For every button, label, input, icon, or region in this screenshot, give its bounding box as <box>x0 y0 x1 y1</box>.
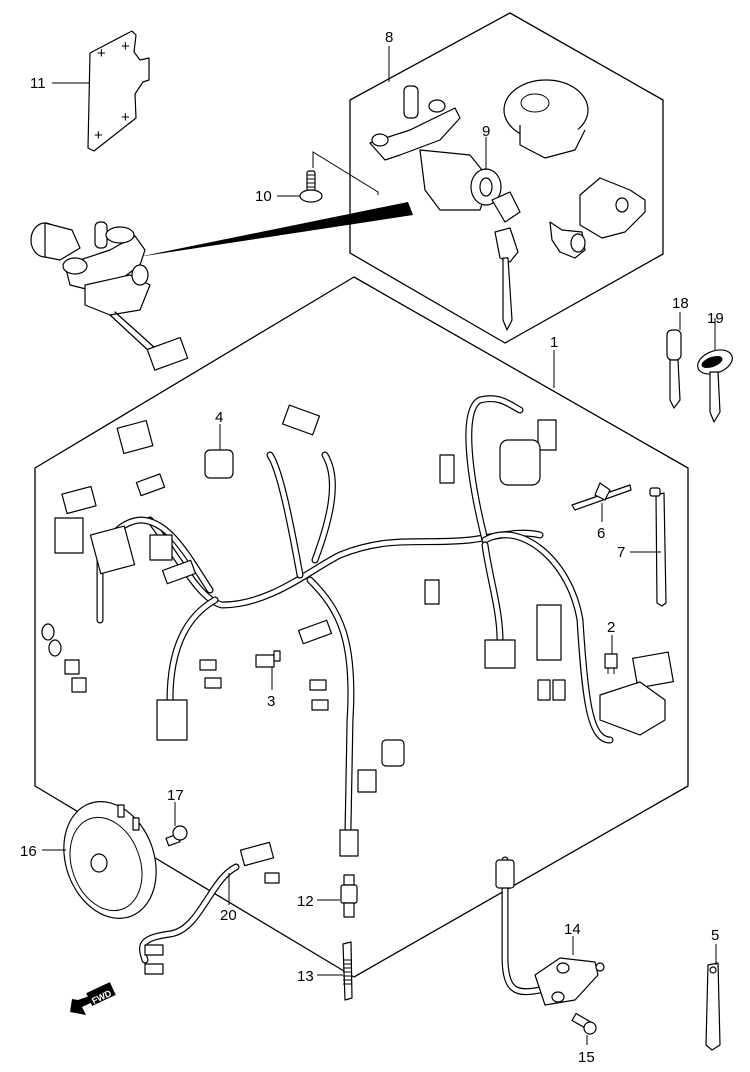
callout-8: 8 <box>385 29 393 46</box>
callout-4: 4 <box>215 409 223 426</box>
callout-5: 5 <box>711 927 719 944</box>
callout-3: 3 <box>267 693 275 710</box>
key-blank-grip-part <box>697 349 733 423</box>
svg-text:+: + <box>94 127 103 144</box>
horn-lead-wire-part <box>139 841 280 975</box>
callout-15: 15 <box>578 1049 595 1066</box>
callout-9: 9 <box>482 123 490 140</box>
ignition-set-frame <box>349 12 664 344</box>
plate-part: + + + + <box>87 30 150 152</box>
key-blank-part <box>666 329 682 409</box>
cable-tie-part <box>649 487 667 607</box>
callout-labels: 11 8 9 10 1 18 19 4 6 7 2 3 17 16 20 12 … <box>20 29 724 1066</box>
spring-part <box>342 941 353 1001</box>
callout-14: 14 <box>564 921 581 938</box>
ignition-switch-assembled <box>30 221 189 371</box>
callout-1: 1 <box>550 334 558 351</box>
leader-lines <box>42 46 717 1045</box>
callout-20: 20 <box>220 907 237 924</box>
callout-11: 11 <box>30 75 46 92</box>
fuse-part <box>604 653 618 674</box>
side-stand-switch-part <box>495 856 605 1006</box>
harness-frame <box>34 276 689 978</box>
wiring-harness-part <box>96 395 614 834</box>
seat-lock-part <box>579 177 646 239</box>
assembly-arrow <box>138 202 413 257</box>
svg-text:+: + <box>97 45 106 62</box>
clamp-part <box>571 482 632 511</box>
callout-13: 13 <box>297 968 314 985</box>
callout-19: 19 <box>707 310 724 327</box>
stop-lamp-switch-part <box>340 874 358 918</box>
svg-text:+: + <box>121 109 130 126</box>
forward-direction-icon: FWD <box>70 982 116 1015</box>
screw-part <box>571 1012 597 1035</box>
fuel-cap-lock-part <box>503 79 589 159</box>
fuse-block-part <box>255 650 281 668</box>
callout-7: 7 <box>617 544 625 561</box>
horn-part <box>63 801 157 919</box>
ignition-switch-part <box>369 85 521 331</box>
bolt-part <box>299 151 379 203</box>
callout-10: 10 <box>255 188 272 205</box>
lock-cylinder-part <box>549 221 586 259</box>
harness-connectors <box>41 404 674 857</box>
callout-16: 16 <box>20 843 37 860</box>
callout-12: 12 <box>297 893 314 910</box>
svg-text:+: + <box>121 38 130 55</box>
strap-part <box>705 962 721 1051</box>
callout-2: 2 <box>607 619 615 636</box>
callout-17: 17 <box>167 787 184 804</box>
callout-6: 6 <box>597 525 605 542</box>
callout-18: 18 <box>672 295 689 312</box>
horn-bolt-part <box>165 825 188 847</box>
